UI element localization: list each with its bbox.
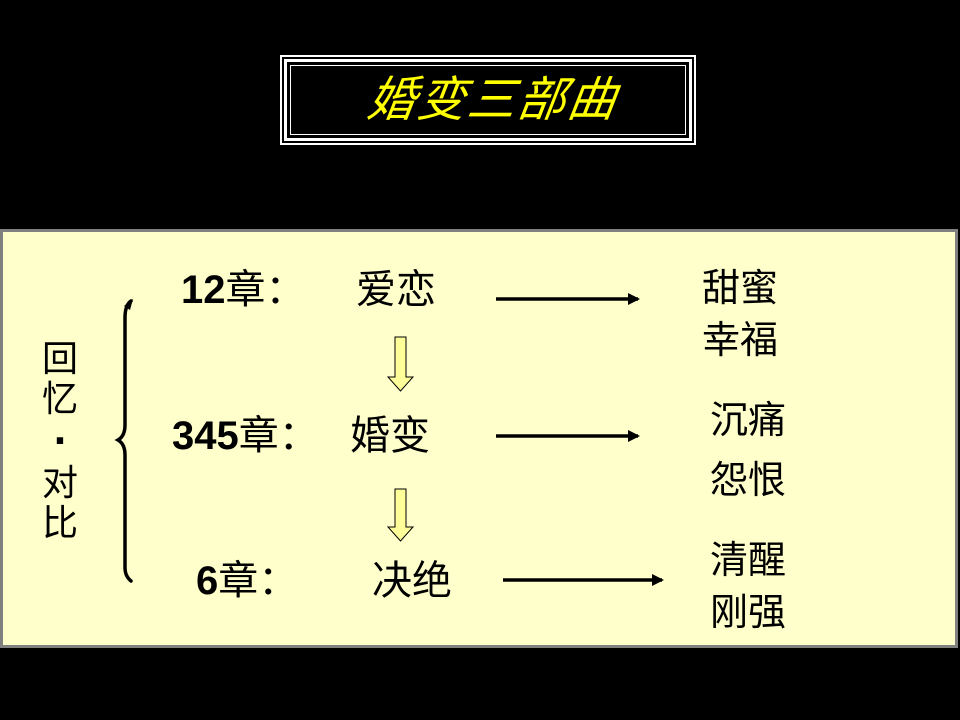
result-line: 清醒 <box>710 538 787 582</box>
result-line: 甜蜜 <box>702 266 779 310</box>
chapter-number: 345 <box>172 414 239 458</box>
result-label-3: 清醒 刚强 <box>710 534 786 638</box>
stage-label-2: 婚变 <box>350 413 430 459</box>
result-label-1: 甜蜜 幸福 <box>702 262 778 366</box>
result-line: 幸福 <box>702 318 779 362</box>
page-title: 婚变三部曲 <box>364 72 622 128</box>
result-line: 怨恨 <box>710 458 787 502</box>
chapter-label-3: 6章： <box>196 557 298 605</box>
result-line: 刚强 <box>710 590 787 634</box>
chapter-suffix: 章： <box>225 267 306 313</box>
diagram-panel <box>0 229 958 648</box>
result-label-2: 沉痛 怨恨 <box>710 390 786 510</box>
side-label-char: 回 <box>42 339 79 380</box>
side-label-char: 比 <box>42 503 79 544</box>
chapter-number: 6 <box>196 559 219 603</box>
chapter-suffix: 章： <box>238 413 319 459</box>
title-border-outer <box>280 55 696 145</box>
side-label-separator: · <box>53 421 67 462</box>
title-border-inner <box>290 65 686 135</box>
side-label-char: 忆 <box>42 379 79 420</box>
title-border-middle <box>284 59 692 141</box>
chapter-number: 12 <box>181 268 226 312</box>
result-line: 沉痛 <box>710 398 787 442</box>
stage-label-3: 决绝 <box>372 558 452 604</box>
side-label: 回 忆 · 对 比 <box>42 340 78 544</box>
title-box: 婚变三部曲 <box>280 55 696 145</box>
side-label-char: 对 <box>42 463 79 504</box>
chapter-label-2: 345章： <box>172 412 319 460</box>
chapter-suffix: 章： <box>218 558 299 604</box>
stage-label-1: 爱恋 <box>356 267 436 313</box>
chapter-label-1: 12章： <box>181 266 306 314</box>
